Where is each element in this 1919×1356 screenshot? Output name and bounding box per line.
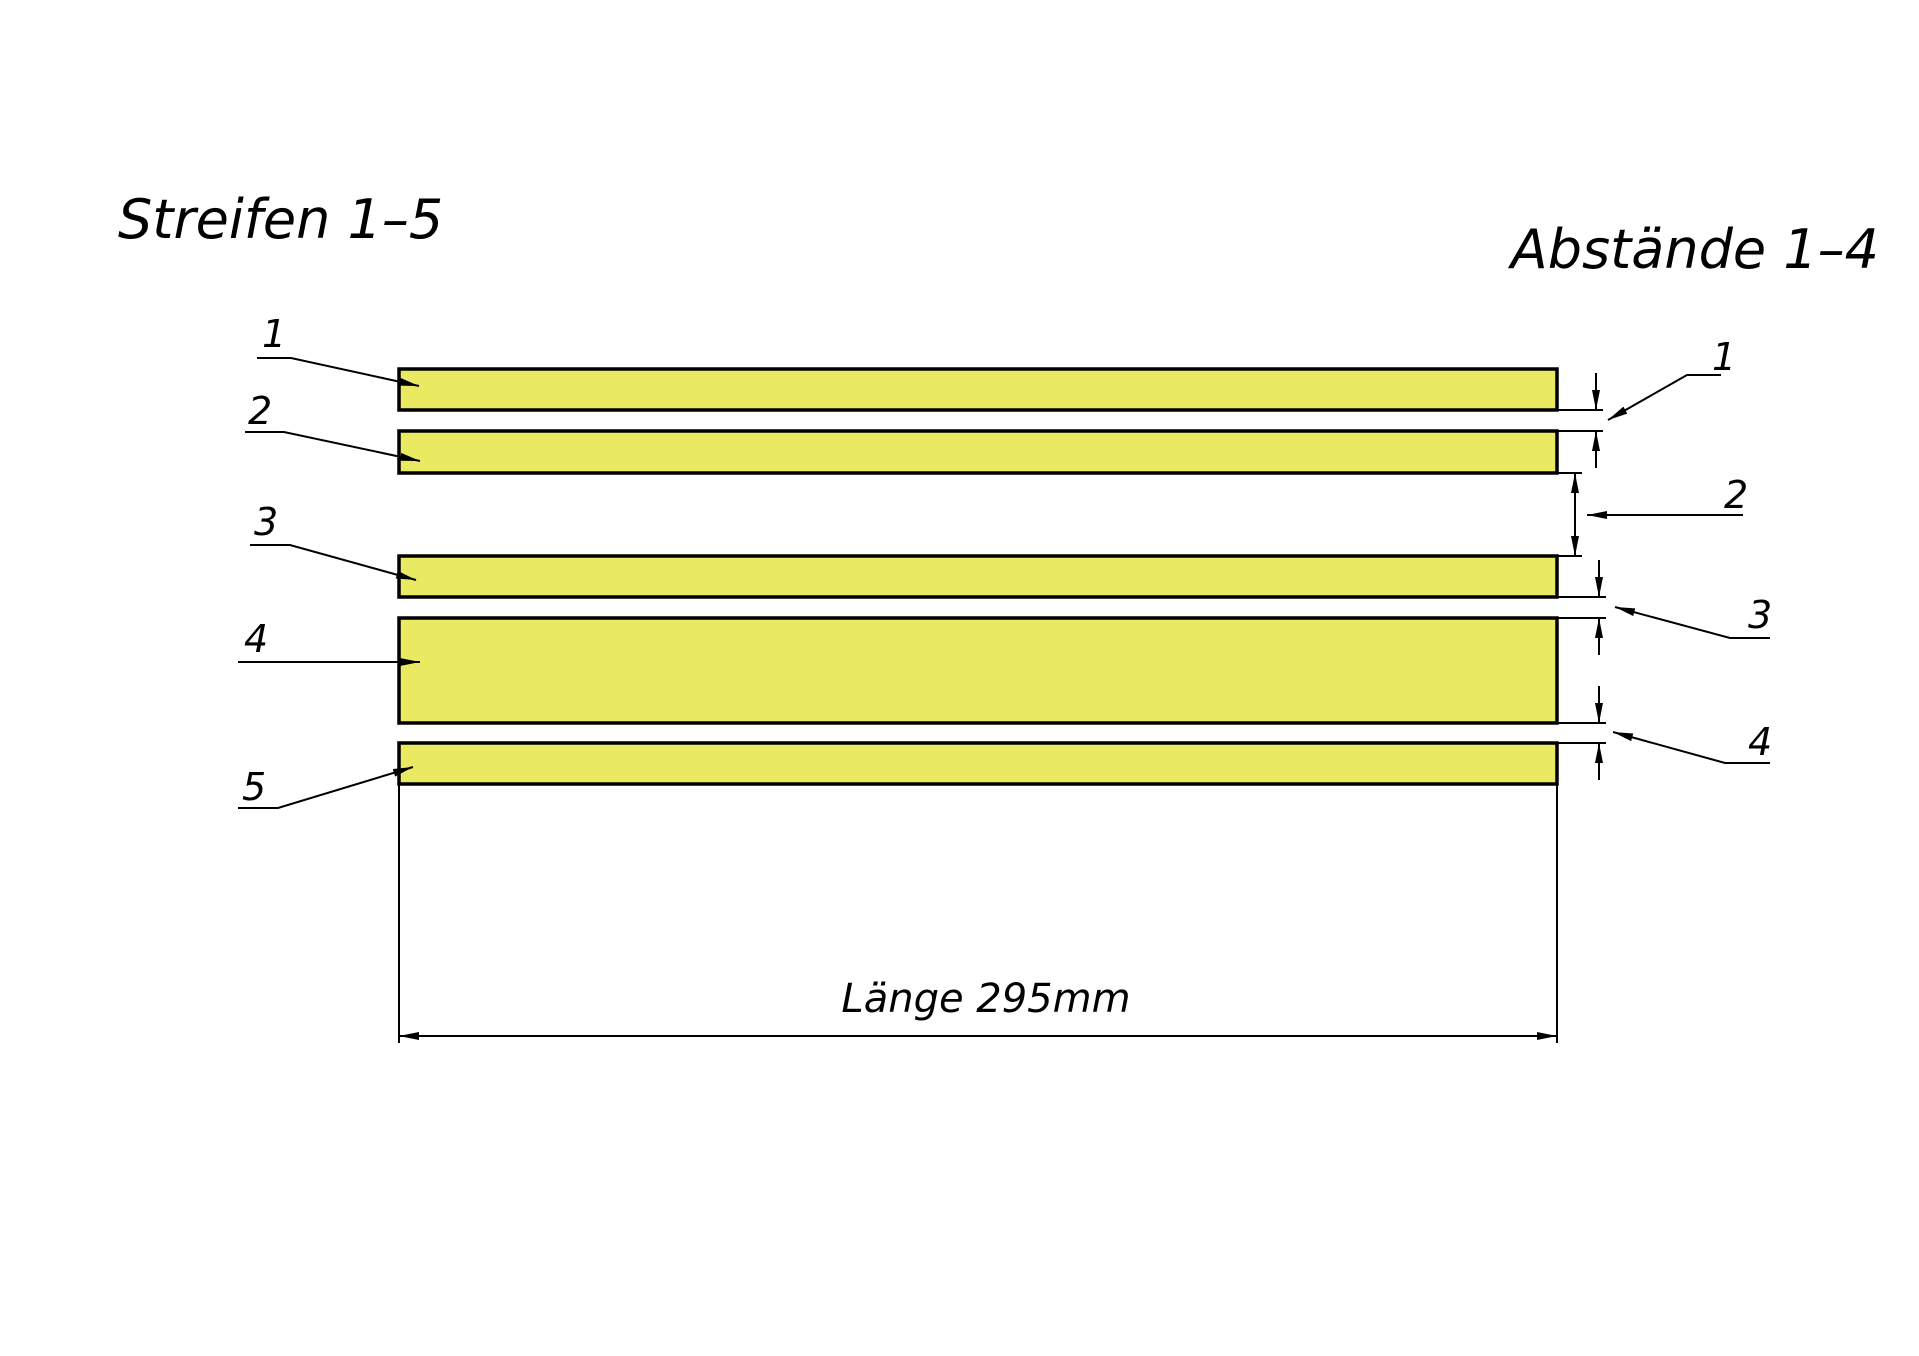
leader-strip-1 <box>257 357 420 387</box>
gap-dimensions <box>1557 373 1606 780</box>
gap-label-1: 1 <box>1712 335 1736 379</box>
strip-2 <box>397 429 1559 475</box>
leader-gap-1 <box>1607 374 1721 421</box>
strip-label-3: 3 <box>254 500 278 544</box>
strip-5 <box>397 741 1559 786</box>
leader-strip-3 <box>250 544 417 581</box>
length-dimension: Länge 295mm <box>398 784 1558 1043</box>
strips <box>397 367 1559 786</box>
leader-strip-5 <box>238 766 414 809</box>
strip-label-2: 2 <box>248 389 272 433</box>
gap-label-2: 2 <box>1724 473 1748 517</box>
gap-leaders: 1 2 3 4 <box>1587 335 1772 764</box>
strip-label-4: 4 <box>244 617 268 661</box>
leader-gap-3 <box>1614 606 1770 639</box>
gaps-title: Abstände 1–4 <box>1508 218 1879 281</box>
strip-3 <box>397 554 1559 599</box>
strip-4 <box>397 616 1559 725</box>
gap-label-3: 3 <box>1748 593 1772 637</box>
strip-label-1: 1 <box>262 312 286 356</box>
leader-strip-2 <box>245 431 421 462</box>
leader-gap-4 <box>1612 731 1770 764</box>
strip-1 <box>397 367 1559 412</box>
length-label: Länge 295mm <box>841 976 1130 1022</box>
strip-leaders: 1 2 3 4 5 <box>238 312 421 809</box>
strip-label-5: 5 <box>242 765 266 809</box>
strips-title: Streifen 1–5 <box>118 188 443 251</box>
gap-label-4: 4 <box>1748 720 1772 764</box>
